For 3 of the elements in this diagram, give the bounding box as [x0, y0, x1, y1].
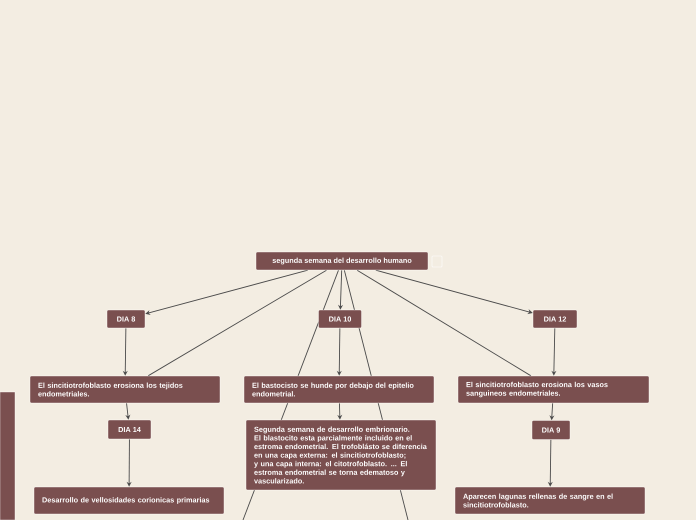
connector	[356, 270, 532, 376]
partial-box	[0, 392, 16, 520]
connector	[148, 270, 327, 376]
